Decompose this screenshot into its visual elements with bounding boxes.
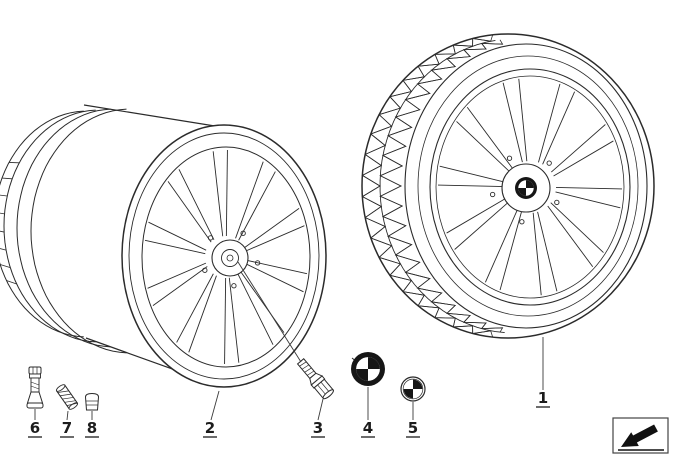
bmw-roundel-hub-icon (515, 177, 537, 199)
wheel-bolt[interactable] (295, 357, 335, 401)
spring-coil (64, 400, 76, 403)
callout-2[interactable]: 2 (205, 419, 215, 437)
lug-holes-right (489, 155, 560, 225)
leader-bolt-to-hub (237, 261, 302, 363)
bolt-head-end (322, 389, 334, 400)
spokes-left-wheel (144, 150, 308, 364)
bolt-thread (304, 367, 312, 373)
callout-6[interactable]: 6 (30, 419, 40, 437)
callout-5[interactable]: 5 (408, 419, 418, 437)
spring-coil (57, 390, 69, 393)
spring-end-top (55, 384, 66, 392)
rim-silhouette-top (83, 104, 222, 128)
rim-spoke-bed (141, 146, 311, 368)
leader-2 (210, 390, 220, 421)
spring-coil (66, 402, 78, 406)
valve-hatch (30, 381, 40, 386)
bolt-thread (307, 370, 315, 376)
bolt-thread (299, 361, 307, 367)
spring-coil (59, 393, 72, 397)
hub-bore (211, 239, 249, 277)
spokes-right-wheel (438, 78, 622, 296)
valve-shaft (30, 377, 40, 393)
hub-bore-inner (221, 249, 239, 267)
callout-3[interactable]: 3 (313, 419, 323, 437)
bolt-thread (301, 364, 310, 370)
callout-labels: 1 2 3 4 5 6 7 8 (28, 389, 550, 438)
valve-cap[interactable] (84, 392, 100, 411)
next-diagram-icon[interactable] (612, 417, 669, 454)
arrow-icon (621, 424, 658, 447)
rim-edge-inner (435, 75, 625, 299)
rim-edge (429, 68, 631, 306)
leader-3 (317, 398, 324, 421)
tire-bead (417, 55, 639, 317)
bmw-roundel-icon (351, 352, 385, 386)
valve-insert[interactable] (55, 383, 79, 410)
leader-7 (66, 410, 69, 421)
wheel-bare[interactable] (0, 104, 327, 388)
valve-cap-top (28, 366, 42, 375)
emblem-badge[interactable] (400, 376, 426, 402)
callout-4[interactable]: 4 (363, 419, 373, 437)
valve-stem[interactable] (26, 366, 44, 409)
valve-base-cone (26, 391, 44, 404)
callout-8[interactable]: 8 (87, 419, 97, 437)
rim-barrel (0, 108, 127, 354)
leader-lines (34, 261, 544, 421)
cap-body (84, 392, 100, 411)
valve-collar (29, 373, 41, 379)
wheel-with-tire[interactable] (361, 33, 655, 339)
callout-1[interactable]: 1 (538, 389, 548, 407)
hub-center (226, 254, 234, 262)
valve-hatch (30, 385, 40, 390)
lug-holes-left (202, 230, 261, 289)
tire-tread (361, 34, 505, 338)
callout-7[interactable]: 7 (62, 419, 72, 437)
valve-base (26, 402, 44, 409)
bmw-roundel-small-icon (400, 376, 426, 402)
rim-face-lip (128, 132, 320, 380)
hub-cap-emblem[interactable] (351, 352, 385, 386)
spring-coil (62, 397, 74, 400)
